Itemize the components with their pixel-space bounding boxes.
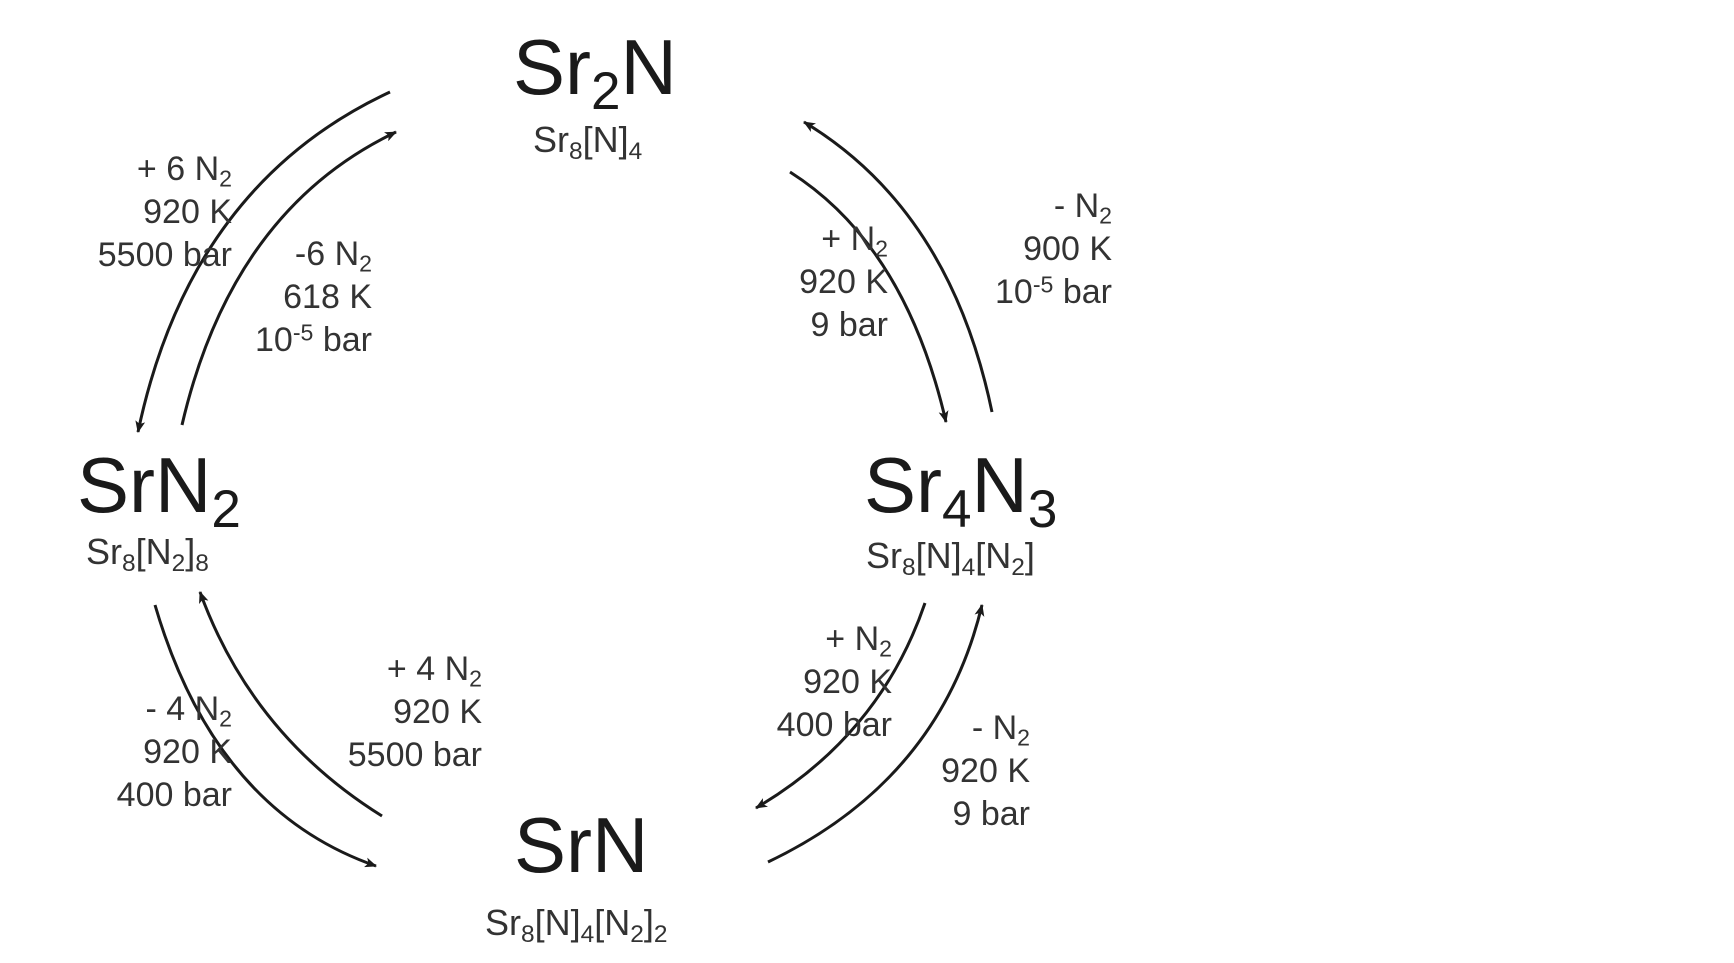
conditions-sr2n-to-srn2: + 6 N2 920 K 5500 bar bbox=[97, 150, 232, 274]
structure-srn2: Sr8[N2]8 bbox=[86, 531, 209, 577]
arrow-sr2n-to-srn2 bbox=[135, 90, 391, 433]
compound-sr4n3: Sr4N3 bbox=[864, 441, 1058, 539]
structure-srn: Sr8[N]4[N2]2 bbox=[485, 902, 668, 948]
conditions-srn2-to-sr2n: -6 N2 618 K 10-5 bar bbox=[255, 235, 372, 359]
conditions-srn-to-srn2: + 4 N2 920 K 5500 bar bbox=[347, 650, 482, 774]
arrow-sr4n3-to-srn bbox=[755, 602, 927, 810]
structure-sr2n: Sr8[N]4 bbox=[533, 119, 643, 165]
conditions-sr4n3-to-srn: + N2 920 K 400 bar bbox=[776, 620, 892, 744]
conditions-sr2n-to-sr4n3: + N2 920 K 9 bar bbox=[799, 220, 888, 344]
arrow-srn-to-sr4n3 bbox=[767, 604, 985, 864]
structure-sr4n3: Sr8[N]4[N2] bbox=[866, 535, 1035, 581]
conditions-sr4n3-to-sr2n: - N2 900 K 10-5 bar bbox=[995, 187, 1112, 311]
conditions-srn-to-sr4n3: - N2 920 K 9 bar bbox=[941, 709, 1030, 833]
arrow-srn-to-srn2 bbox=[198, 591, 383, 818]
arrow-srn2-to-sr2n bbox=[180, 130, 397, 426]
conditions-srn2-to-srn: - 4 N2 920 K 400 bar bbox=[116, 690, 232, 814]
arrow-sr2n-to-sr4n3 bbox=[789, 170, 949, 423]
compound-srn2: SrN2 bbox=[77, 441, 241, 539]
compound-srn: SrN bbox=[514, 801, 649, 889]
compound-sr2n: Sr2N bbox=[513, 23, 677, 121]
arrow-srn2-to-srn bbox=[153, 604, 377, 868]
arrow-sr4n3-to-sr2n bbox=[803, 120, 994, 413]
